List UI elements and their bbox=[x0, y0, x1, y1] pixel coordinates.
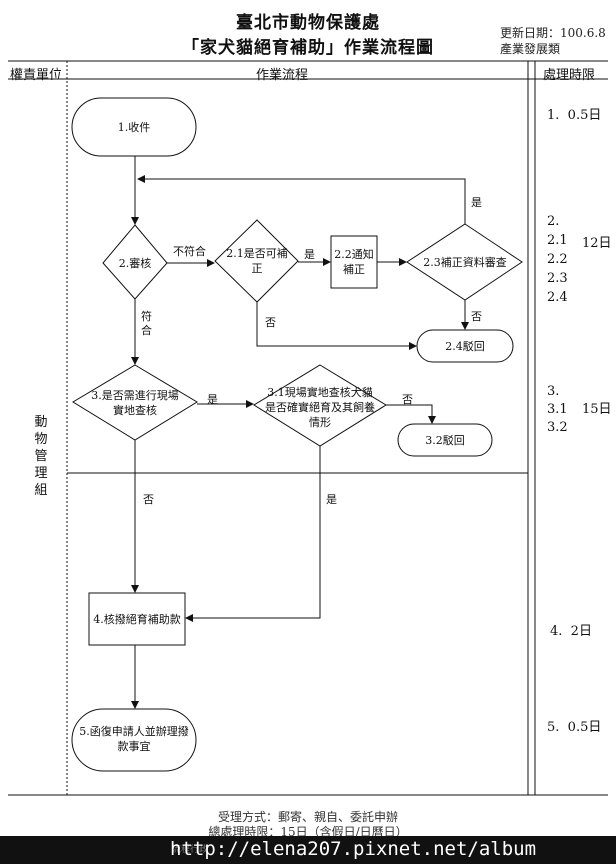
watermark-url: http://elena207.pixnet.net/album bbox=[170, 838, 537, 860]
edge-label-31-yes: 是 bbox=[326, 493, 337, 506]
edge-label-31-no: 否 bbox=[402, 393, 413, 406]
edge-label-3-yes: 是 bbox=[207, 393, 218, 406]
edge-label-23-yes: 是 bbox=[471, 196, 482, 209]
edge-label-21-yes: 是 bbox=[304, 248, 315, 261]
edge-label-21-no: 否 bbox=[265, 316, 276, 329]
footer-total-time: 總處理時限：15日（含假日/日曆日） bbox=[208, 825, 408, 839]
update-date: 更新日期：100.6.8 bbox=[500, 26, 606, 40]
edge-31-to-4 bbox=[185, 446, 321, 622]
node-21-label: 2.1是否可補正 bbox=[226, 247, 288, 275]
time-limit-2-1-step: 2.1 bbox=[547, 233, 568, 248]
time-limit-2-2-step: 2.2 bbox=[547, 252, 568, 267]
time-limit-3-value: 15日 bbox=[582, 402, 612, 417]
edge-label-3-no: 否 bbox=[143, 493, 154, 506]
edge-label-23-no: 否 bbox=[471, 310, 482, 323]
node-22-shape bbox=[330, 235, 378, 289]
page-title-agency: 臺北市動物保護處 bbox=[236, 13, 380, 33]
time-limit-1: 1. 0.5日 bbox=[547, 108, 602, 123]
node-5-shape bbox=[71, 708, 197, 772]
node-4-label: 4.核撥絕育補助款 bbox=[93, 612, 181, 626]
footer-small-note: 流程行政 bbox=[172, 845, 209, 855]
time-limit-3-step: 3. bbox=[547, 384, 560, 399]
time-limit-2-value: 12日 bbox=[582, 236, 612, 251]
edge-label-not-match: 不符合 bbox=[173, 245, 206, 258]
department-label: 產業發展類 bbox=[500, 42, 561, 56]
node-3-label: 3.是否需進行現場實地查核 bbox=[91, 389, 179, 417]
time-limit-3-2-step: 3.2 bbox=[547, 420, 568, 435]
time-limit-3-1-step: 3.1 bbox=[547, 402, 568, 417]
page-title-process: 「家犬貓絕育補助」作業流程圖 bbox=[182, 38, 434, 58]
time-limit-4: 4. 2日 bbox=[550, 624, 592, 639]
node-1-label: 1.收件 bbox=[117, 120, 151, 134]
node-4-shape bbox=[88, 592, 186, 646]
node-32-shape bbox=[397, 423, 493, 457]
edge-31-to-32 bbox=[386, 404, 436, 424]
unit-label: 動物管理組 bbox=[34, 415, 48, 498]
time-limit-2-4-step: 2.4 bbox=[547, 290, 568, 305]
node-1-shape bbox=[71, 97, 197, 157]
time-limit-2-step: 2. bbox=[547, 214, 560, 229]
edge-21-to-24 bbox=[256, 302, 417, 350]
node-31-label: 3.1現場實地查核犬貓是否確實絕育及其飼養情形 bbox=[265, 385, 375, 429]
node-24-shape bbox=[416, 329, 514, 363]
time-limit-5: 5. 0.5日 bbox=[547, 720, 602, 735]
node-23-label: 2.3補正資料審查 bbox=[423, 255, 507, 269]
time-limit-2-3-step: 2.3 bbox=[547, 271, 568, 286]
node-5-label: 5.函復申請人並辦理撥款事宜 bbox=[79, 725, 189, 753]
node-22-label: 2.2通知補正 bbox=[334, 248, 374, 276]
edge-23-back-to-2 bbox=[137, 175, 466, 224]
node-32-label: 3.2駁回 bbox=[425, 433, 465, 447]
footer-method: 受理方式：郵寄、親自、委託申辦 bbox=[217, 810, 398, 824]
watermark-band bbox=[0, 836, 616, 864]
node-24-label: 2.4駁回 bbox=[445, 339, 485, 353]
edge-label-match: 符合 bbox=[141, 310, 152, 337]
node-2-label: 2.審核 bbox=[118, 256, 152, 270]
